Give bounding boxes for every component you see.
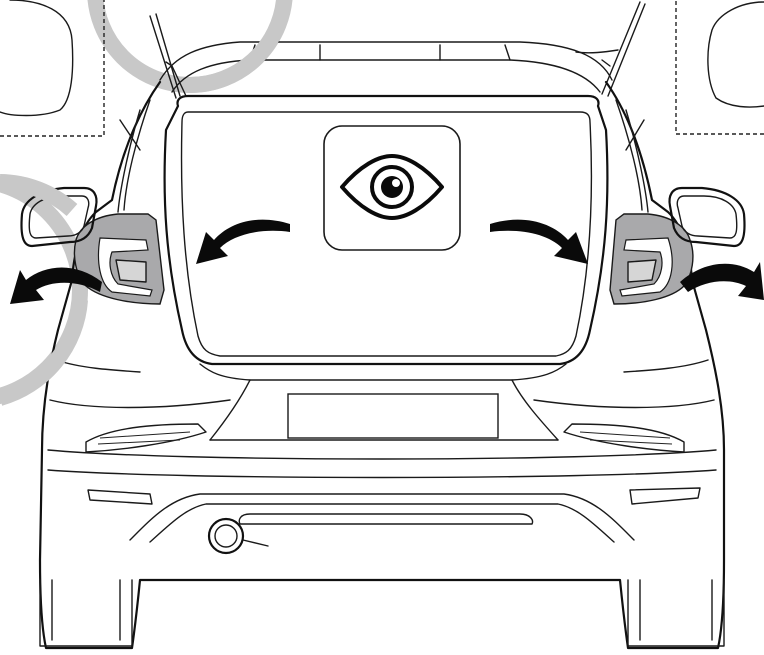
side-mirror-right — [668, 186, 746, 248]
fog-lamp-right — [629, 487, 701, 505]
arrow-curved-left-upper — [196, 219, 290, 264]
tailgate-lower — [199, 363, 567, 441]
reflector-right — [563, 423, 685, 453]
eye-symbol-panel — [323, 125, 461, 251]
wheel-right — [627, 579, 725, 647]
highlight-ring-left — [0, 175, 88, 405]
arrow-curved-right-lower — [680, 262, 764, 300]
arrow-curved-left-lower — [10, 267, 102, 304]
wheel-left — [39, 579, 133, 647]
antenna-right — [575, 1, 646, 97]
rear-diffuser — [129, 493, 635, 543]
fog-lamp-left — [87, 489, 153, 505]
antenna-left — [149, 13, 187, 99]
license-plate-area — [287, 393, 499, 439]
arrow-curved-right-upper — [490, 219, 588, 264]
detail-inset-left — [0, 0, 105, 137]
detail-inset-right — [675, 0, 764, 135]
reflector-left — [85, 423, 207, 453]
exhaust-pipe — [207, 517, 269, 555]
tail-lamp-right — [609, 213, 694, 305]
tailgate-glass — [163, 94, 609, 366]
eye-icon — [340, 154, 444, 220]
